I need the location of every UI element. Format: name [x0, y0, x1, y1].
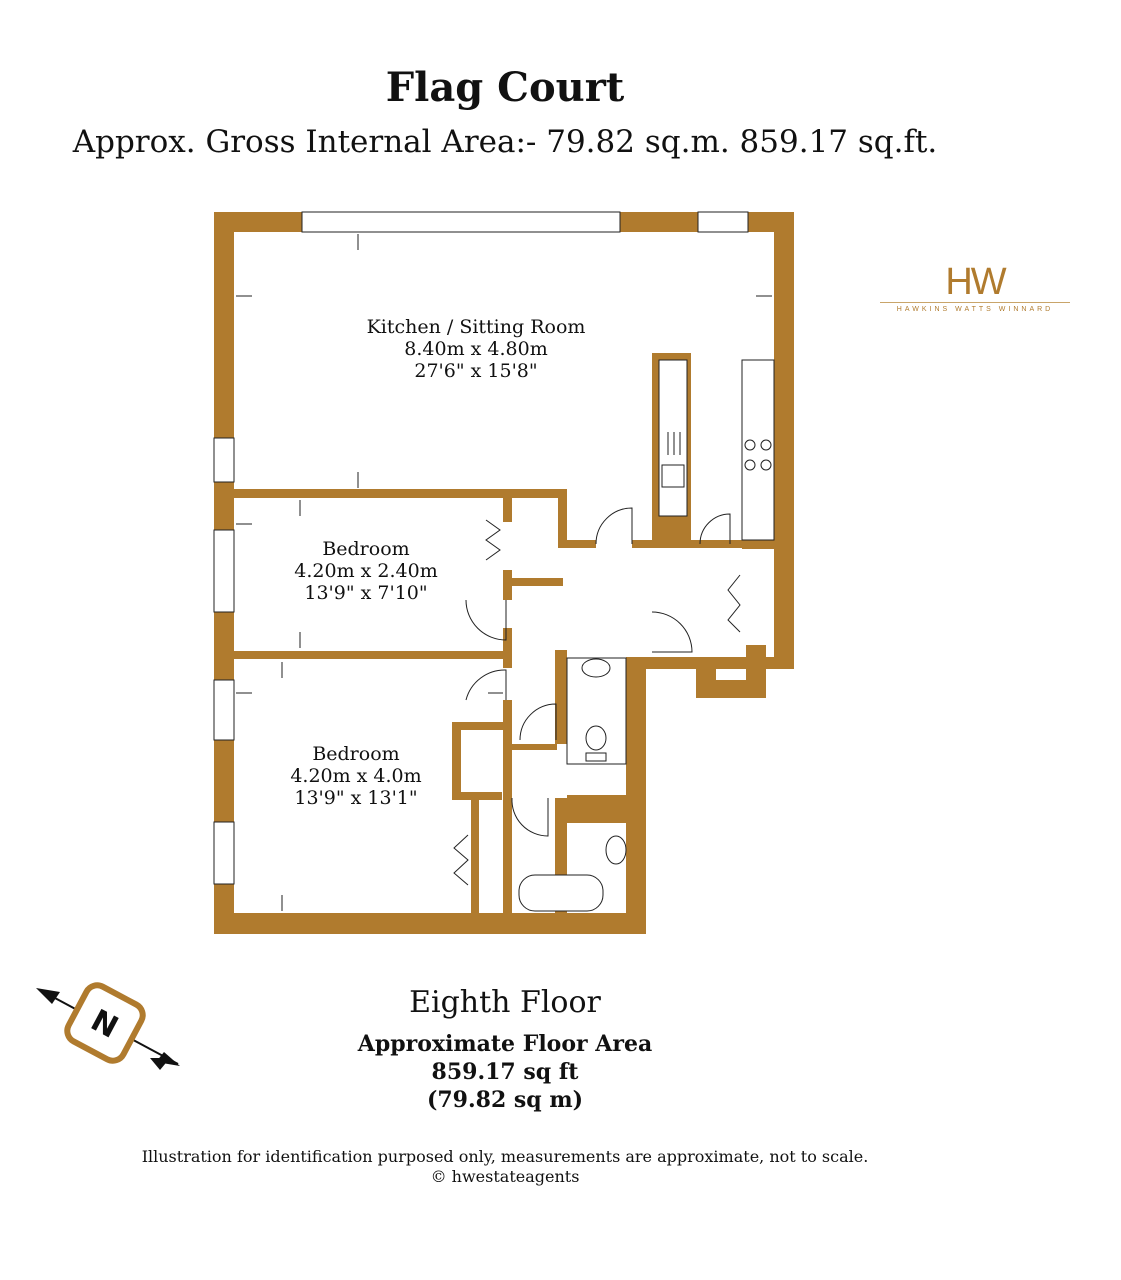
room-kitchen: Kitchen / Sitting Room 8.40m x 4.80m 27'…	[340, 316, 612, 382]
room-bedroom2: Bedroom 4.20m x 4.0m 13'9" x 13'1"	[256, 743, 456, 809]
room-bedroom1-metric: 4.20m x 2.40m	[294, 560, 438, 582]
room-bedroom1: Bedroom 4.20m x 2.40m 13'9" x 7'10"	[266, 538, 466, 604]
plan-title: Flag Court	[385, 64, 625, 111]
wall-bed1-door-jamb	[503, 628, 512, 668]
door-kitchen-hall	[595, 507, 633, 545]
wall-kitchen-bedroom	[234, 489, 566, 498]
wall-wardrobe-2	[471, 800, 479, 913]
alcove-right	[746, 645, 766, 698]
window-left-1	[213, 437, 235, 483]
floor-area-label: Approximate Floor Area	[357, 1031, 653, 1057]
bath-basin-icon	[605, 835, 627, 865]
gross-area-subtitle: Approx. Gross Internal Area:- 79.82 sq.m…	[72, 124, 938, 160]
floor-name: Eighth Floor	[409, 985, 601, 1020]
room-kitchen-name: Kitchen / Sitting Room	[366, 316, 586, 338]
kitchen-worktop-right	[741, 359, 775, 541]
logo-mark: HW	[945, 261, 1006, 303]
logo-subtitle: HAWKINS WATTS WINNARD	[896, 306, 1054, 313]
wall-hall-top-left	[558, 540, 596, 548]
doors	[453, 507, 741, 886]
wall-cupboard-bottom	[452, 792, 502, 800]
door-wc	[519, 703, 557, 741]
dimension-arrows	[236, 234, 772, 911]
room-kitchen-metric: 8.40m x 4.80m	[404, 338, 548, 360]
wall-cupboard-left	[452, 722, 461, 800]
compass: N	[36, 982, 180, 1070]
window-left-2	[213, 529, 235, 613]
wall-bath-top	[567, 795, 626, 823]
disclaimer: Illustration for identification purposed…	[141, 1147, 869, 1166]
wall-cupboard-top	[452, 722, 508, 730]
wardrobe-doors-hall	[727, 574, 741, 633]
kitchen-worktop-left	[658, 359, 688, 517]
door-cupboard-kitchen	[699, 513, 731, 545]
floor-area-block: Approximate Floor Area 859.17 sq ft (79.…	[0, 1030, 1010, 1114]
footer: Illustration for identification purposed…	[0, 1147, 1010, 1187]
compass-badge	[64, 982, 146, 1064]
door-bedroom1	[465, 599, 507, 641]
basin-icon	[581, 658, 611, 678]
windows	[213, 211, 749, 885]
wall-cupboard-right	[558, 489, 567, 544]
room-kitchen-imperial: 27'6" x 15'8"	[414, 360, 538, 382]
window-top-2	[697, 211, 749, 233]
room-bedroom2-metric: 4.20m x 4.0m	[290, 765, 422, 787]
hob-icon	[744, 439, 756, 451]
floor-area-sqm: (79.82 sq m)	[426, 1087, 584, 1113]
door-bathroom	[511, 797, 549, 837]
logo-rule	[880, 302, 1070, 303]
wall-bed2-right	[503, 700, 512, 913]
floor-area-sqft: 859.17 sq ft	[431, 1059, 579, 1085]
window-top-1	[301, 211, 621, 233]
copyright: © hwestateagents	[430, 1167, 580, 1186]
wall-bedroom-bedroom	[234, 651, 512, 659]
wall-bath-corridor	[512, 744, 557, 750]
wall-entry-step	[646, 657, 696, 669]
wall-cupboard-hall	[742, 540, 774, 549]
wall-wardrobe-1-bottom	[503, 578, 563, 586]
window-left-3	[213, 679, 235, 741]
wardrobe-doors-1	[485, 519, 501, 561]
room-bedroom2-imperial: 13'9" x 13'1"	[294, 787, 418, 809]
wall-bottom	[214, 913, 646, 934]
wall-bath-right	[626, 657, 646, 934]
room-bedroom2-name: Bedroom	[312, 743, 400, 765]
room-bedroom1-name: Bedroom	[322, 538, 410, 560]
wall-right	[774, 212, 794, 669]
bath-icon	[518, 874, 604, 912]
door-entry	[651, 611, 693, 653]
wall-wardrobe-1a	[503, 492, 512, 522]
kitchen-units	[518, 359, 775, 912]
window-left-4	[213, 821, 235, 885]
toilet-icon	[585, 725, 607, 751]
room-bedroom1-imperial: 13'9" x 7'10"	[304, 582, 428, 604]
wall-wc-left	[555, 650, 567, 744]
wall-lower-right	[696, 657, 794, 669]
door-bedroom2	[465, 669, 507, 701]
sink-icon	[661, 464, 685, 488]
compass-arrow-head	[36, 988, 60, 1004]
wardrobe-doors-2	[453, 834, 469, 886]
agency-logo: HW HAWKINS WATTS WINNARD	[880, 262, 1070, 313]
